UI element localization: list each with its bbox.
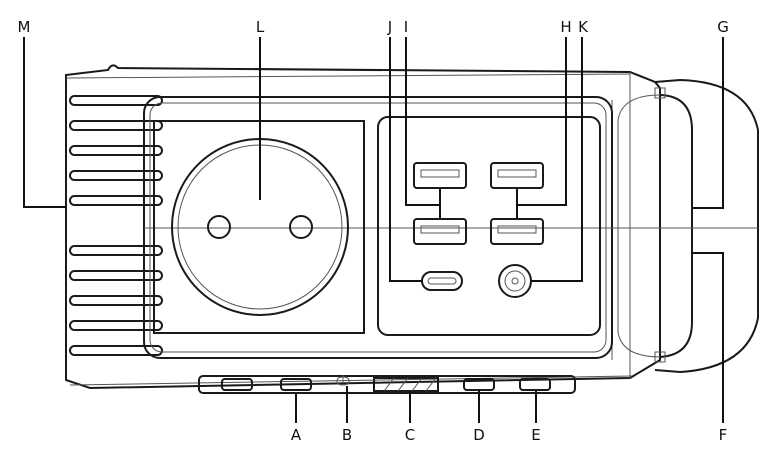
usb-a-port-top-right [490, 162, 544, 189]
leader-lines [23, 37, 724, 423]
callout-a: A [291, 426, 302, 444]
callout-f: F [719, 426, 728, 444]
dc-outlet [498, 264, 532, 298]
usb-c-port [421, 271, 463, 291]
usb-a-port-bottom-right [490, 218, 544, 245]
callout-c: C [405, 426, 415, 444]
bottom-control-strip [198, 375, 576, 394]
display-window [373, 377, 439, 392]
callout-k: K [578, 18, 589, 36]
power-indicator-icon [336, 375, 350, 386]
callout-e: E [531, 426, 540, 444]
callout-i: I [404, 18, 408, 36]
usb-a-port-bottom-left [413, 218, 467, 245]
callout-j: J [387, 18, 392, 36]
callout-m: M [18, 18, 31, 36]
callout-d: D [473, 426, 485, 444]
callout-h: H [560, 18, 571, 36]
callout-b: B [342, 426, 352, 444]
side-vents [69, 95, 163, 356]
callout-g: G [717, 18, 729, 36]
handle [612, 78, 759, 374]
callout-l: L [256, 18, 265, 36]
usb-a-port-top-left [413, 162, 467, 189]
callout-labels: M L J I H K G A B C D E F [18, 18, 729, 444]
